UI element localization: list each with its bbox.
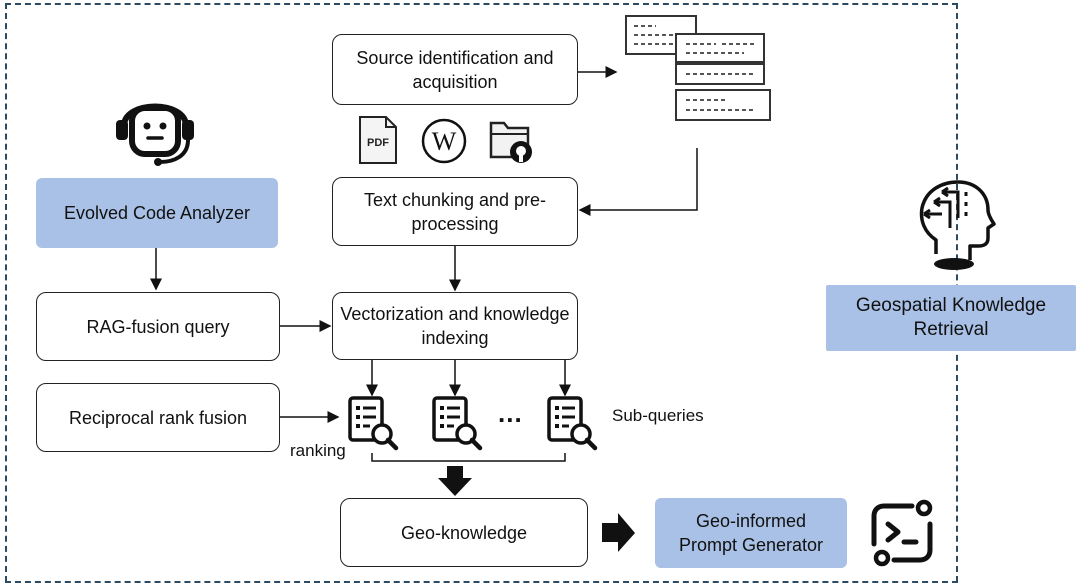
rag-fusion-query-box: RAG-fusion query xyxy=(36,292,280,361)
pdf-icon: PDF xyxy=(359,116,397,164)
svg-text:PDF: PDF xyxy=(367,137,389,149)
bracket-queries xyxy=(371,453,566,462)
sub-queries-label: Sub-queries xyxy=(612,406,704,425)
geo-knowledge-box: Geo-knowledge xyxy=(340,498,588,567)
arrow-docs-to-chunking xyxy=(578,148,698,216)
evolved-code-analyzer-box: Evolved Code Analyzer xyxy=(36,178,278,248)
document-search-icon xyxy=(348,396,399,451)
head-brain-icon xyxy=(919,180,996,270)
arrow-down-to-geoknowledge xyxy=(438,466,472,496)
document-search-icon xyxy=(547,396,598,451)
documents-icon xyxy=(625,15,771,121)
wikipedia-icon: W xyxy=(421,118,467,164)
terminal-icon xyxy=(871,499,933,567)
prompt-generator-box: Geo-informed Prompt Generator xyxy=(655,498,847,568)
github-folder-icon xyxy=(489,121,532,163)
svg-text:W: W xyxy=(432,127,457,156)
module-frame-bottom xyxy=(5,581,958,583)
chatbot-icon xyxy=(116,103,194,166)
vectorization-box: Vectorization and knowledge indexing xyxy=(332,292,578,360)
arrow-to-prompt-generator xyxy=(602,513,635,552)
text-chunking-box: Text chunking and pre-processing xyxy=(332,177,578,246)
document-search-icon xyxy=(432,396,483,451)
geospatial-knowledge-retrieval-box: Geospatial Knowledge Retrieval xyxy=(826,285,1076,351)
ranking-label: ranking xyxy=(290,441,346,460)
ellipsis-label: ... xyxy=(498,398,523,428)
source-identification-box: Source identification and acquisition xyxy=(332,34,578,105)
reciprocal-rank-fusion-box: Reciprocal rank fusion xyxy=(36,383,280,452)
